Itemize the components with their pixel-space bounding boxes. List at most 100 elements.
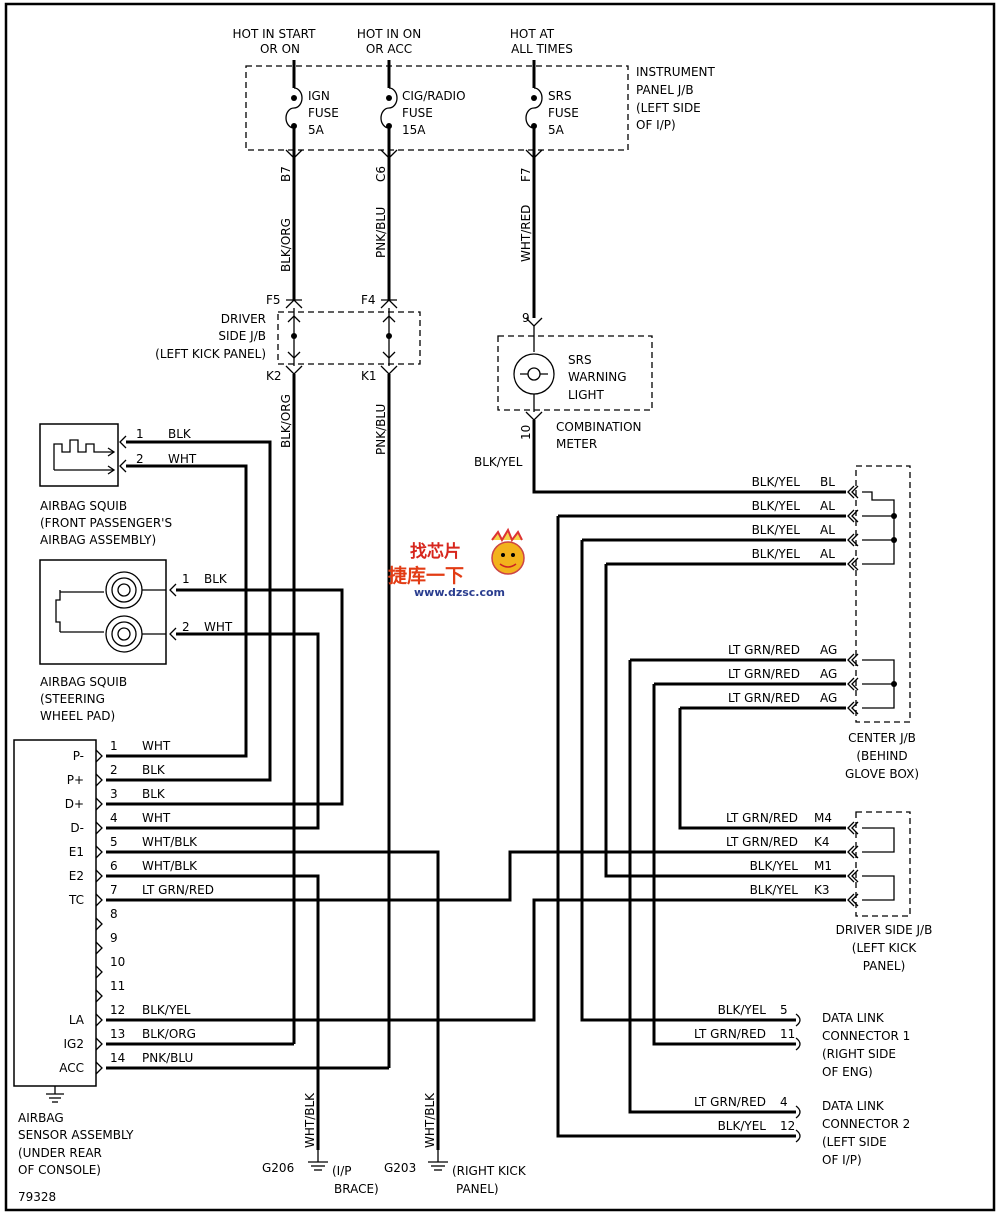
pin-label: AG [820, 643, 837, 657]
wire-color: LT GRN/RED [728, 643, 800, 657]
srs-light-label: SRS WARNING LIGHT [568, 353, 627, 402]
svg-text:AIRBAG SQUIB: AIRBAG SQUIB [40, 675, 127, 689]
svg-text:WARNING: WARNING [568, 370, 627, 384]
wire-color: BLK/YEL [750, 883, 799, 897]
pin-label: K3 [814, 883, 830, 897]
wire-color: PNK/BLU [142, 1051, 193, 1065]
svg-text:CENTER J/B: CENTER J/B [848, 731, 916, 745]
svg-text:(LEFT SIDE: (LEFT SIDE [636, 101, 701, 115]
instrument-panel-jb-label: INSTRUMENT PANEL J/B (LEFT SIDE OF I/P) [636, 65, 715, 132]
pin-connector [795, 1037, 801, 1051]
svg-text:AIRBAG ASSEMBLY): AIRBAG ASSEMBLY) [40, 533, 156, 547]
hot-label: HOT AT [510, 27, 555, 41]
pin-connector [795, 1129, 801, 1143]
sensor-ground-symbol [46, 1086, 64, 1103]
pin-connector [847, 677, 855, 691]
svg-text:OF I/P): OF I/P) [822, 1153, 862, 1167]
svg-text:SENSOR ASSEMBLY: SENSOR ASSEMBLY [18, 1128, 134, 1142]
combination-meter-label: COMBINATION METER [556, 420, 642, 451]
svg-text:DATA LINK: DATA LINK [822, 1099, 885, 1113]
pin-label: 8 [110, 907, 118, 921]
svg-text:(FRONT PASSENGER'S: (FRONT PASSENGER'S [40, 516, 172, 530]
svg-text:DRIVER: DRIVER [221, 312, 266, 326]
pin-connector [847, 533, 855, 547]
wire-color: LT GRN/RED [726, 811, 798, 825]
meter-out-wire [532, 420, 846, 494]
fuse-connectors [285, 149, 543, 159]
pin-connector [851, 821, 859, 835]
wire-color: WHT [142, 739, 171, 753]
hot-label: HOT IN START [233, 27, 317, 41]
wire-color: LT GRN/RED [142, 883, 214, 897]
sensor-terminal: D+ [65, 797, 84, 811]
svg-text:OF CONSOLE): OF CONSOLE) [18, 1163, 101, 1177]
svg-text:OF ENG): OF ENG) [822, 1065, 873, 1079]
fuse-pins: B7 C6 F7 [279, 166, 533, 182]
pin-connector [847, 869, 855, 883]
pin-connector [95, 989, 103, 1003]
hot-label: OR ON [260, 42, 300, 56]
pin-label: 5 [780, 1003, 788, 1017]
svg-text:METER: METER [556, 437, 597, 451]
pin-connector [851, 869, 859, 883]
hot-labels: HOT IN START OR ON HOT IN ON OR ACC HOT … [233, 27, 573, 56]
pin-connector [851, 653, 859, 667]
wire-color: BLK [142, 787, 166, 801]
svg-text:WHT: WHT [168, 452, 197, 466]
svg-text:G203: G203 [384, 1161, 416, 1175]
pin-connector [847, 557, 855, 571]
pin-label: AG [820, 667, 837, 681]
svg-text:CONNECTOR 2: CONNECTOR 2 [822, 1117, 910, 1131]
wire-color: LT GRN/RED [694, 1027, 766, 1041]
pin-connector [847, 845, 855, 859]
svg-text:B7: B7 [279, 166, 293, 182]
steering-squib-connector [169, 583, 177, 641]
fuse-wire-colors: BLK/ORG PNK/BLU WHT/RED [279, 205, 533, 272]
pin-connector [851, 677, 859, 691]
wire-color: BLK/YEL [752, 523, 801, 537]
passenger-squib-connector [119, 435, 127, 473]
ground-g206: WHT/BLK G206 (I/P BRACE) [262, 1092, 379, 1196]
pin-connector [95, 893, 103, 907]
driver-side-jb-box [277, 311, 421, 365]
hot-label: ALL TIMES [511, 42, 573, 56]
svg-text:(LEFT KICK: (LEFT KICK [852, 941, 918, 955]
svg-text:FUSE: FUSE [402, 106, 433, 120]
pin-label: 1 [110, 739, 118, 753]
svg-text:BLK/ORG: BLK/ORG [279, 394, 293, 448]
sensor-terminal: E1 [69, 845, 84, 859]
svg-text:(UNDER REAR: (UNDER REAR [18, 1146, 102, 1160]
pin-label: AL [820, 499, 835, 513]
pin-connector [847, 509, 855, 523]
svg-text:OF I/P): OF I/P) [636, 118, 676, 132]
pin-connector [847, 485, 855, 499]
pin-connector [95, 1037, 103, 1051]
center-jb-label: CENTER J/B (BEHIND GLOVE BOX) [845, 731, 919, 781]
pin-connector [851, 893, 859, 907]
svg-text:FUSE: FUSE [308, 106, 339, 120]
pin-label: F5 [266, 293, 281, 307]
svg-text:F7: F7 [519, 167, 533, 182]
pin-connector [847, 821, 855, 835]
instrument-panel-jb-box [245, 65, 629, 151]
steering-squib-label: AIRBAG SQUIB (STEERING WHEEL PAD) [40, 675, 127, 723]
svg-text:BLK/ORG: BLK/ORG [279, 218, 293, 272]
svg-text:(RIGHT KICK: (RIGHT KICK [452, 1164, 527, 1178]
dlc1-label: DATA LINK CONNECTOR 1 (RIGHT SIDE OF ENG… [822, 1011, 910, 1079]
pin-label: F4 [361, 293, 376, 307]
svg-text:AIRBAG: AIRBAG [18, 1111, 64, 1125]
svg-text:AIRBAG SQUIB: AIRBAG SQUIB [40, 499, 127, 513]
driver-side-jb-right-label: DRIVER SIDE J/B (LEFT KICK PANEL) [836, 923, 933, 973]
driver-jb-internals [285, 299, 398, 375]
pin-connector [795, 1013, 801, 1027]
svg-text:SRS: SRS [548, 89, 572, 103]
pin-connector [847, 701, 855, 715]
fuse-wires [292, 60, 536, 318]
hot-label: HOT IN ON [357, 27, 421, 41]
svg-text:WHT: WHT [204, 620, 233, 634]
sensor-terminal: LA [69, 1013, 85, 1027]
svg-text:G206: G206 [262, 1161, 294, 1175]
wire-color: BLK/YEL [750, 859, 799, 873]
wire-color: BLK/YEL [142, 1003, 191, 1017]
